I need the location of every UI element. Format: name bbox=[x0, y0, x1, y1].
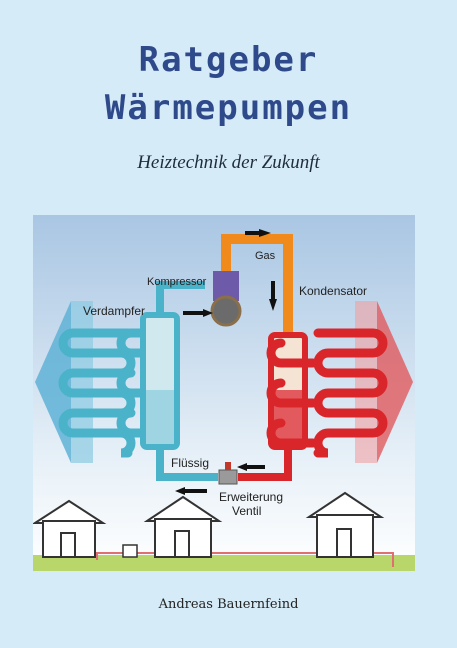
suction-pipe bbox=[156, 281, 205, 315]
expansion-valve bbox=[218, 469, 238, 485]
liquid-pipe-cold bbox=[156, 447, 218, 481]
gas-pipe bbox=[221, 234, 293, 335]
flow-arrows bbox=[175, 229, 277, 495]
heat-pump-diagram: Kompressor Gas Verdampfer Kondensator Fl… bbox=[31, 229, 415, 571]
condenser-coil bbox=[266, 328, 388, 458]
author-name: Andreas Bauernfeind bbox=[158, 597, 299, 612]
evaporator-liquid bbox=[146, 390, 174, 444]
warm-air-arrow-body bbox=[355, 301, 377, 463]
label-evaporator: Verdampfer bbox=[83, 304, 145, 318]
label-compressor: Kompressor bbox=[147, 276, 207, 288]
evaporator-coil bbox=[58, 328, 173, 458]
ground-pipe bbox=[96, 552, 394, 567]
label-valve-1: Erweiterung bbox=[219, 490, 283, 504]
house-right bbox=[305, 491, 385, 558]
subtitle: Heiztechnik der Zukunft bbox=[137, 152, 320, 173]
liquid-pipe-hot bbox=[238, 447, 292, 481]
cold-air-arrow-body bbox=[71, 301, 93, 463]
label-valve-2: Ventil bbox=[232, 504, 261, 518]
title-line-1: Ratgeber bbox=[138, 40, 319, 80]
heat-pump-illustration: Kompressor Gas Verdampfer Kondensator Fl… bbox=[31, 215, 415, 571]
label-liquid: Flüssig bbox=[171, 456, 209, 470]
ground bbox=[33, 555, 415, 571]
label-gas: Gas bbox=[255, 250, 276, 262]
title-line-2: Wärmepumpen bbox=[104, 88, 353, 128]
ground-unit bbox=[122, 544, 138, 558]
compressor-motor bbox=[210, 295, 242, 327]
label-condenser: Kondensator bbox=[299, 284, 367, 298]
house-left bbox=[31, 499, 107, 558]
valve-handle bbox=[225, 462, 231, 470]
house-center bbox=[143, 495, 223, 558]
